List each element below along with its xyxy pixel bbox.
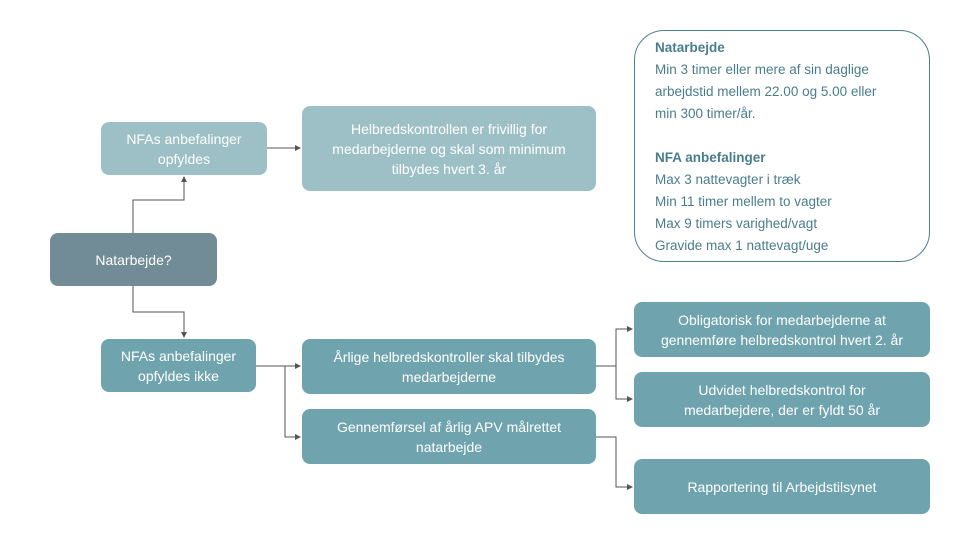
info-item: Max 9 timers varighed/vagt (655, 216, 818, 231)
node-nfa-not-met: NFAs anbefalinger opfyldes ikke (101, 339, 256, 392)
connector-annual-mandatory (596, 326, 633, 367)
connector-annual-extended (615, 366, 633, 402)
node-voluntary-check: Helbredskontrollen er frivillig for meda… (302, 106, 596, 191)
info-item: Min 11 timer mellem to vagter (655, 194, 832, 209)
node-annual-apv: Gennemførsel af årlig APV målrettet nata… (302, 409, 596, 464)
node-natarbejde: Natarbejde? (50, 233, 217, 286)
info-item: Gravide max 1 nattevagt/uge (655, 238, 829, 253)
node-nfa-met: NFAs anbefalinger opfyldes (101, 122, 267, 175)
node-annual-checks: Årlige helbredskontroller skal tilbydes … (302, 339, 596, 394)
info-line: Min 3 timer eller mere af sin daglige (655, 62, 869, 77)
info-line: min 300 timer/år. (655, 106, 756, 121)
info-line: arbejdstid mellem 22.00 og 5.00 eller (655, 84, 877, 99)
node-extended-check: Udvidet helbredskontrol for medarbejdere… (634, 372, 930, 427)
connector-root-met (132, 176, 187, 233)
info-title-natarbejde: Natarbejde (655, 40, 725, 55)
node-reporting: Rapportering til Arbejdstilsynet (634, 459, 930, 514)
info-title-nfa: NFA anbefalinger (655, 150, 766, 165)
info-box: Natarbejde Min 3 timer eller mere af sin… (634, 30, 930, 262)
connector-notmet-apv (284, 366, 301, 440)
node-mandatory-check: Obligatorisk for medarbejderne at gennem… (634, 302, 930, 357)
info-item: Max 3 nattevagter i træk (655, 172, 801, 187)
connector-root-notmet (132, 286, 187, 338)
connector-apv-reporting (596, 436, 633, 490)
